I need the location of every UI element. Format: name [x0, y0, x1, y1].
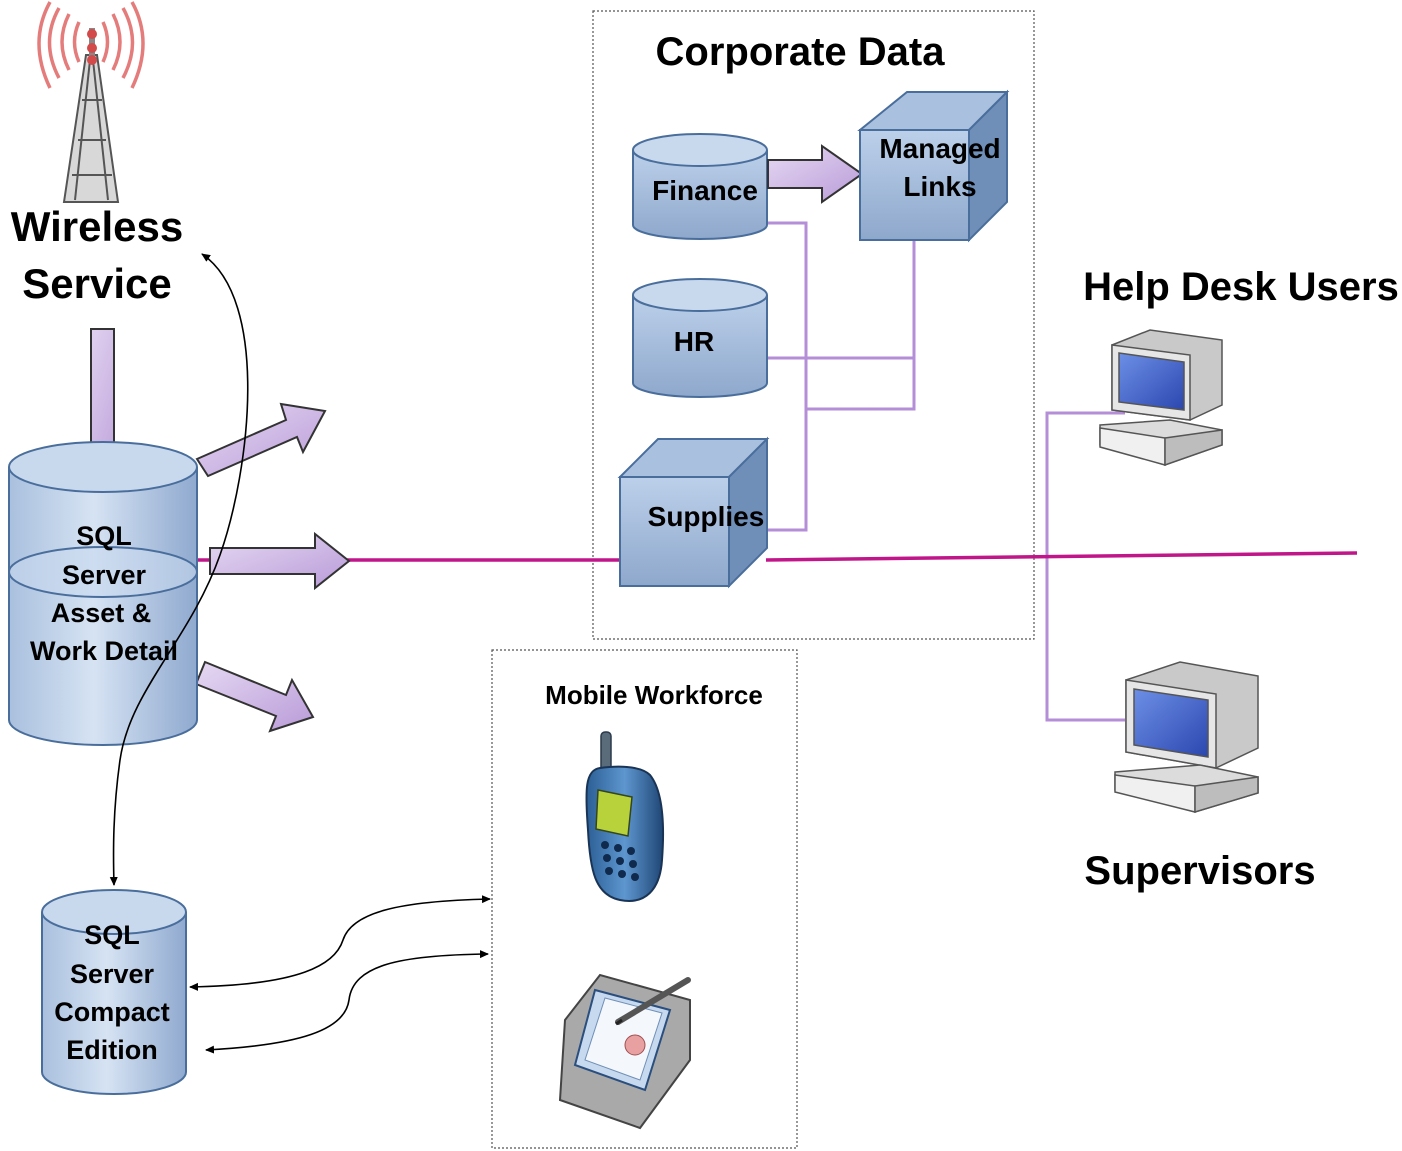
sql-server-asset-cylinder	[8, 441, 198, 746]
sql-server-label-line2: Server	[62, 560, 147, 590]
sql-server-label-line4: Work Detail	[30, 636, 178, 666]
sync-curve-compact-mobile-1	[189, 895, 491, 991]
corporate-data-group	[592, 10, 1035, 640]
finance-database	[632, 133, 768, 240]
hr-label: HR	[674, 326, 714, 357]
corporate-connectors	[766, 221, 916, 532]
mobile-workforce-group	[491, 649, 798, 1149]
help-desk-computer-icon	[1099, 329, 1223, 467]
sql-compact-label-line4: Edition	[66, 1035, 157, 1065]
sql-compact-label-line2: Server	[70, 959, 155, 989]
sql-compact-label-line1: SQL	[84, 920, 140, 950]
wireless-service-label-line1: Wireless	[11, 203, 183, 250]
managed-links-label-line2: Links	[903, 171, 976, 202]
up-right-arrow	[195, 402, 327, 478]
managed-links-cube	[857, 89, 1010, 243]
corporate-data-title: Corporate Data	[656, 30, 946, 74]
sql-server-label-line3: Asset &	[51, 598, 152, 628]
user-connectors	[1045, 411, 1125, 722]
mobile-workforce-title: Mobile Workforce	[545, 680, 763, 710]
pda-device-icon	[558, 973, 691, 1130]
finance-to-managed-arrow	[767, 144, 864, 204]
down-right-arrow	[194, 660, 315, 733]
finance-label: Finance	[652, 175, 758, 206]
sync-curve-wireless-compact	[109, 253, 249, 886]
network-line	[198, 551, 1358, 562]
sql-compact-label-line3: Compact	[54, 997, 170, 1027]
supervisor-computer-icon	[1114, 661, 1259, 814]
right-arrow	[209, 531, 351, 591]
supplies-cube	[617, 436, 770, 589]
sql-compact-cylinder	[41, 889, 187, 1095]
managed-links-label-line1: Managed	[879, 133, 1000, 164]
sync-curve-compact-mobile-2	[205, 950, 489, 1054]
supplies-label: Supplies	[648, 501, 765, 532]
wireless-service-label-line2: Service	[22, 260, 171, 307]
hr-database	[632, 278, 768, 398]
supervisors-title: Supervisors	[1084, 849, 1315, 893]
sql-server-label-line1: SQL	[76, 521, 132, 551]
wireless-tower-icon	[37, 1, 145, 203]
mobile-phone-icon	[585, 731, 665, 902]
block-arrows	[75, 328, 351, 733]
help-desk-users-title: Help Desk Users	[1083, 265, 1399, 309]
